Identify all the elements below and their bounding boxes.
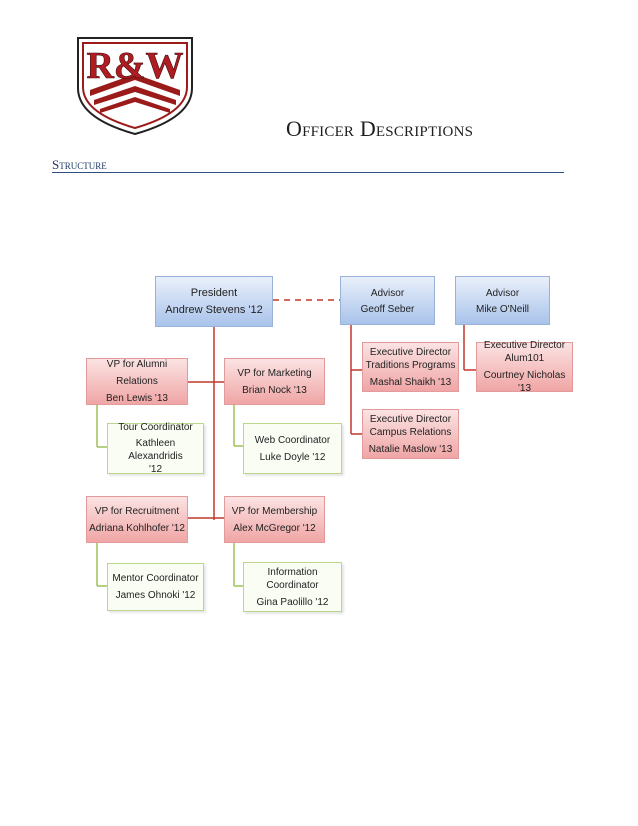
crest-icon: R&W [77,37,193,136]
vp-role: VP for Membership [231,505,318,517]
ed-role: Executive Director [369,346,452,358]
vp-name: Brian Nock '13 [242,384,307,396]
ed-name: Natalie Maslow '13 [368,443,453,455]
coordinator-role: Tour Coordinator [118,422,193,433]
coordinator-name: Kathleen Alexandridis [128,438,183,462]
mentor-coordinator-box: Mentor Coordinator James Ohnoki '12 [107,563,204,611]
web-coordinator-box: Web Coordinator Luke Doyle '12 [243,423,342,474]
ed-role-sub: Alum101 [504,353,545,364]
ed-role-sub: Campus Relations [369,426,452,438]
coordinator-name: James Ohnoki '12 [115,590,196,601]
section-heading: Structure [52,157,107,172]
advisor-name: Mike O'Neill [475,304,530,315]
ed-name: Courtney Nicholas '13 [483,370,566,394]
coordinator-name-year: '12 [148,464,163,475]
advisor-seber-box: Advisor Geoff Seber [340,276,435,325]
president-name: Andrew Stevens '12 [165,303,263,316]
vp-recruitment-box: VP for Recruitment Adriana Kohlhofer '12 [86,496,188,543]
advisor-role: Advisor [370,288,405,299]
coordinator-role: Mentor Coordinator [112,573,199,584]
svg-text:R&W: R&W [86,45,183,87]
vp-name: Alex McGregor '12 [233,522,316,534]
vp-name: Adriana Kohlhofer '12 [89,522,185,534]
advisor-name: Geoff Seber [360,304,415,315]
tour-coordinator-box: Tour Coordinator Kathleen Alexandridis '… [107,422,204,475]
president-box: President Andrew Stevens '12 [155,276,273,327]
ed-alum-box: Executive Director Alum101 Courtney Nich… [476,340,573,394]
vp-role: VP for Recruitment [94,505,180,517]
coordinator-name: Luke Doyle '12 [259,451,326,463]
vp-alumni-box: VP for Alumni Relations Ben Lewis '13 [86,358,188,405]
ed-campus-box: Executive Director Campus Relations Nata… [362,409,459,459]
vp-name: Ben Lewis '13 [106,393,168,404]
president-role: President [190,286,238,299]
vp-marketing-box: VP for Marketing Brian Nock '13 [224,358,325,405]
logo: R&W [76,36,194,136]
vp-membership-box: VP for Membership Alex McGregor '12 [224,496,325,543]
ed-role: Executive Director [369,413,452,425]
ed-role: Executive Director [483,340,566,351]
page-title: Officer Descriptions [286,116,474,141]
ed-role-sub: Traditions Programs [365,359,456,371]
coordinator-role-sub: Coordinator [266,579,319,591]
advisor-role: Advisor [485,288,520,299]
ed-traditions-box: Executive Director Traditions Programs M… [362,342,459,392]
vp-role: VP for Alumni Relations [106,359,168,387]
coordinator-role: Information [267,566,318,578]
info-coordinator-box: Information Coordinator Gina Paolillo '1… [243,562,342,612]
divider [52,172,564,173]
ed-name: Mashal Shaikh '13 [369,376,452,388]
coordinator-name: Gina Paolillo '12 [256,596,329,608]
vp-role: VP for Marketing [237,367,312,379]
advisor-oneill-box: Advisor Mike O'Neill [455,276,550,325]
coordinator-role: Web Coordinator [254,434,331,446]
